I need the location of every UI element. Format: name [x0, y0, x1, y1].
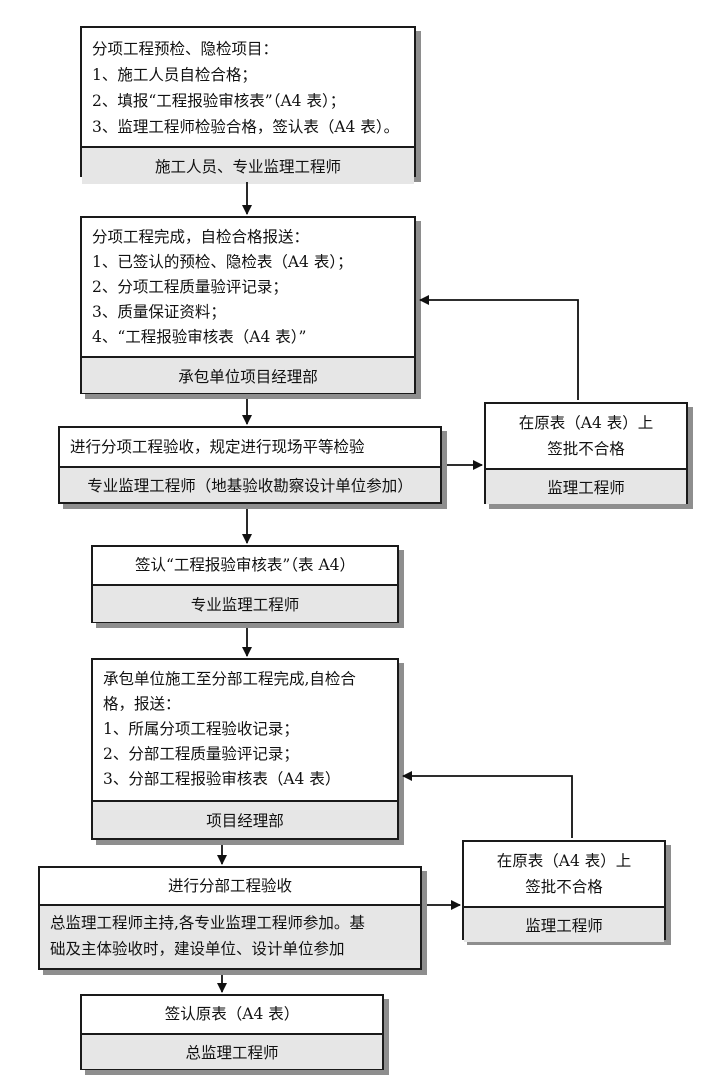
node-line: 2、分部工程质量验评记录；: [103, 745, 299, 763]
node-body: 进行分部工程验收: [40, 868, 420, 904]
arrow-reject1-n2: [419, 295, 579, 400]
node-line: 2、分项工程质量验评记录；: [92, 278, 288, 296]
node-footer: 监理工程师: [464, 906, 664, 942]
node-sign-original-form: 签认原表（A4 表） 总监理工程师: [80, 994, 384, 1070]
node-footer: 承包单位项目经理部: [82, 356, 414, 393]
node-footer: 总监理工程师主持,各专业监理工程师参加。基 础及主体验收时，建设单位、设计单位参…: [40, 904, 420, 968]
node-body: 在原表（A4 表）上 签批不合格: [486, 404, 686, 468]
node-line: 在原表（A4 表）上: [496, 852, 632, 870]
node-line: 签批不合格: [525, 878, 603, 896]
node-line: 进行分项工程验收，规定进行现场平等检验: [70, 438, 365, 456]
node-footer: 监理工程师: [486, 468, 686, 504]
node-body: 承包单位施工至分部工程完成,自检合 格，报送： 1、所属分项工程验收记录； 2、…: [93, 660, 397, 800]
node-footer: 项目经理部: [93, 800, 397, 838]
node-footer: 专业监理工程师（地基验收勘察设计单位参加）: [60, 466, 440, 502]
node-body: 分项工程完成，自检合格报送： 1、已签认的预检、隐检表（A4 表）； 2、分项工…: [82, 218, 414, 356]
node-subitem-completion: 分项工程完成，自检合格报送： 1、已签认的预检、隐检表（A4 表）； 2、分项工…: [80, 216, 416, 394]
node-subitem-precheck: 分项工程预检、隐检项目： 1、施工人员自检合格； 2、填报“工程报验审核表”（A…: [80, 26, 416, 184]
node-line: 在原表（A4 表）上: [518, 414, 654, 432]
node-reject-1: 在原表（A4 表）上 签批不合格 监理工程师: [484, 402, 688, 504]
node-line: 1、施工人员自检合格；: [92, 66, 257, 84]
node-body: 在原表（A4 表）上 签批不合格: [464, 842, 664, 906]
node-footer: 施工人员、专业监理工程师: [82, 146, 414, 184]
node-line: 4、“工程报验审核表（A4 表）”: [92, 328, 307, 346]
node-footer-line: 总监理工程师主持,各专业监理工程师参加。基: [50, 914, 365, 932]
node-line: 2、填报“工程报验审核表”（A4 表）；: [92, 92, 346, 110]
node-footer: 专业监理工程师: [93, 584, 397, 622]
node-division-acceptance: 进行分部工程验收 总监理工程师主持,各专业监理工程师参加。基 础及主体验收时，建…: [38, 866, 422, 970]
node-line: 签认“工程报验审核表”（表 A4）: [134, 556, 356, 574]
node-line: 格，报送：: [103, 695, 181, 713]
node-reject-2: 在原表（A4 表）上 签批不合格 监理工程师: [462, 840, 666, 942]
node-line: 签批不合格: [547, 440, 625, 458]
node-line: 承包单位施工至分部工程完成,自检合: [103, 670, 356, 688]
node-sign-review-form: 签认“工程报验审核表”（表 A4） 专业监理工程师: [91, 545, 399, 623]
node-line: 3、质量保证资料；: [92, 303, 226, 321]
node-footer: 总监理工程师: [82, 1033, 382, 1069]
arrow-reject2-n5: [402, 771, 573, 838]
node-body: 进行分项工程验收，规定进行现场平等检验: [60, 428, 440, 466]
node-line: 1、所属分项工程验收记录；: [103, 720, 299, 738]
node-line: 3、分部工程报验审核表（A4 表）: [103, 770, 341, 788]
node-line: 3、监理工程师检验合格，签认表（A4 表）。: [92, 118, 400, 136]
node-subitem-acceptance: 进行分项工程验收，规定进行现场平等检验 专业监理工程师（地基验收勘察设计单位参加…: [58, 426, 442, 504]
node-line: 分项工程预检、隐检项目：: [92, 40, 279, 58]
node-division-completion: 承包单位施工至分部工程完成,自检合 格，报送： 1、所属分项工程验收记录； 2、…: [91, 658, 399, 840]
node-body: 签认“工程报验审核表”（表 A4）: [93, 547, 397, 584]
node-body: 分项工程预检、隐检项目： 1、施工人员自检合格； 2、填报“工程报验审核表”（A…: [82, 28, 414, 146]
node-footer-line: 础及主体验收时，建设单位、设计单位参加: [50, 940, 345, 958]
node-line: 分项工程完成，自检合格报送：: [92, 228, 310, 246]
node-line: 1、已签认的预检、隐检表（A4 表）；: [92, 253, 353, 271]
node-line: 签认原表（A4 表）: [164, 1005, 300, 1023]
node-body: 签认原表（A4 表）: [82, 996, 382, 1033]
node-line: 进行分部工程验收: [167, 876, 292, 895]
